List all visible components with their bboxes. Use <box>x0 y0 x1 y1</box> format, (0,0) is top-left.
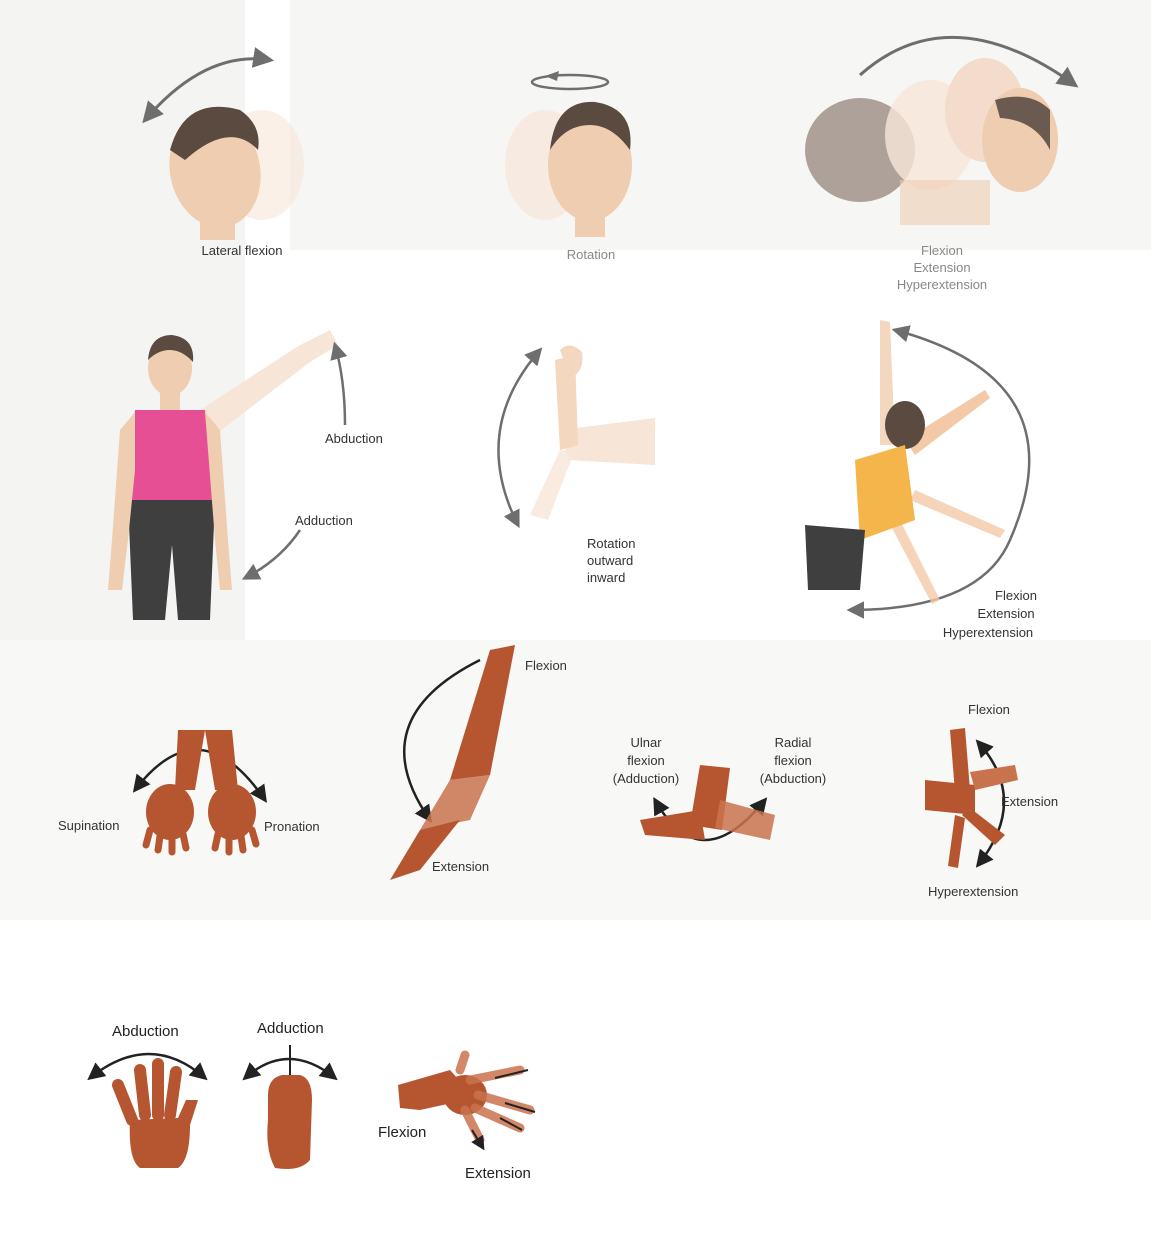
adduction-arrow <box>245 530 300 578</box>
label-radial-3: (Abduction) <box>760 770 826 787</box>
rotation-illustration <box>505 71 632 237</box>
label-wrist-hyperextension: Hyperextension <box>928 883 1018 900</box>
head <box>885 401 925 449</box>
label-arm-flexion: Flexion <box>995 587 1037 604</box>
label-shoulder-adduction: Adduction <box>295 512 353 529</box>
label-finger-adduction: Adduction <box>257 1019 324 1038</box>
label-rotation-title: Rotation <box>587 535 635 552</box>
rotation-arc-arrow <box>498 350 540 525</box>
ulnar-hand <box>640 810 705 840</box>
pants <box>128 500 215 620</box>
rotation-arrow <box>532 75 608 89</box>
shoulder-rotation-illustration <box>498 345 655 525</box>
finger-adduction-illustration <box>245 1045 335 1169</box>
flexed-forearm <box>450 645 515 780</box>
lateral-flexion-illustration <box>145 59 304 240</box>
label-finger-abduction: Abduction <box>112 1022 179 1041</box>
right-hand <box>208 784 256 840</box>
neck <box>200 215 235 240</box>
label-elbow-extension: Extension <box>432 858 489 875</box>
label-elbow-flexion: Flexion <box>525 657 567 674</box>
label-radial-1: Radial <box>775 734 812 751</box>
label-ulnar-1: Ulnar <box>630 734 661 751</box>
label-wrist-flexion: Flexion <box>968 701 1010 718</box>
label-wrist-extension: Extension <box>1001 793 1058 810</box>
raised-arm <box>200 330 338 435</box>
tank-top <box>855 445 915 540</box>
neck-flexion-illustration <box>805 37 1075 225</box>
forearm-down <box>530 450 575 520</box>
label-supination: Supination <box>58 817 119 834</box>
label-radial-2: flexion <box>774 752 812 769</box>
label-pronation: Pronation <box>264 818 320 835</box>
shoulder-abduction-illustration <box>108 330 345 620</box>
abduction-arrow <box>335 345 345 425</box>
arm-flexion-illustration <box>805 320 1029 610</box>
label-ulnar-3: (Adduction) <box>613 770 679 787</box>
label-neck-hyperextension: Hyperextension <box>897 276 987 293</box>
neck <box>575 215 605 237</box>
label-neck-flexion: Flexion <box>921 242 963 259</box>
tank-top <box>128 410 215 500</box>
label-rotation-outward: outward <box>587 552 633 569</box>
label-fist-extension: Extension <box>465 1164 531 1183</box>
label-rotation-inward: inward <box>587 569 625 586</box>
label-ulnar-2: flexion <box>627 752 665 769</box>
label-lateral-flexion: Lateral flexion <box>202 242 283 259</box>
left-hand <box>146 784 194 840</box>
label-fist-flexion: Flexion <box>378 1123 426 1142</box>
supination-pronation-illustration <box>135 730 265 852</box>
finger-abduction-arrow <box>90 1054 205 1078</box>
elbow-flexion-illustration <box>390 645 515 880</box>
closed-hand <box>267 1075 312 1169</box>
label-rotation: Rotation <box>567 246 615 263</box>
radial-hand <box>715 800 775 840</box>
finger-abduction-illustration <box>90 1054 205 1168</box>
label-arm-extension: Extension <box>977 605 1034 622</box>
label-neck-extension: Extension <box>913 259 970 276</box>
label-arm-hyperextension: Hyperextension <box>943 624 1033 641</box>
pants <box>805 525 865 590</box>
label-shoulder-abduction: Abduction <box>325 430 383 447</box>
